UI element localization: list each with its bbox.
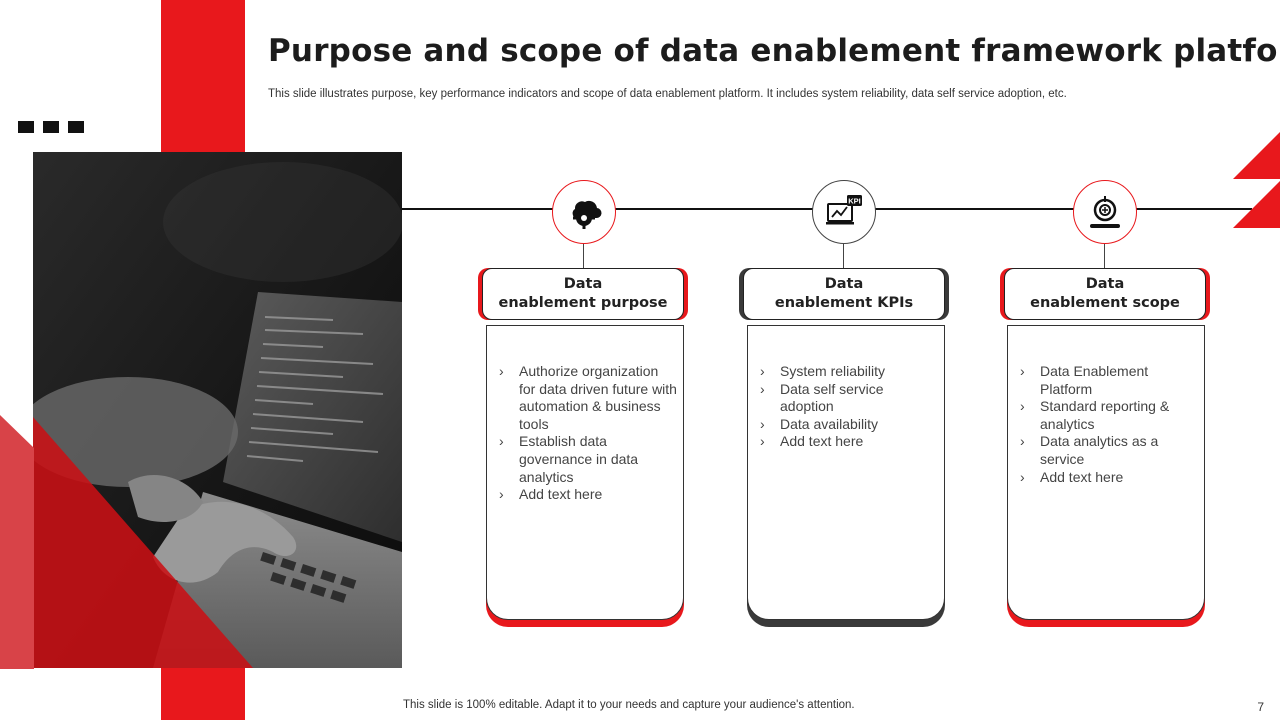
laptop-photo [33,152,402,668]
scope-icon-circle [1073,180,1137,244]
page-number: 7 [1257,700,1264,714]
bullet-chevron-icon: › [760,416,765,434]
list-item: ›Add text here [499,486,677,504]
purpose-header-line1: Data [498,275,667,294]
bullet-chevron-icon: › [760,381,765,399]
decorative-red-chevrons [1230,130,1280,230]
list-item: ›Data analytics as a service [1020,433,1198,468]
kpi-icon-circle: KPI [812,180,876,244]
list-item: ›Authorize organization for data driven … [499,363,677,433]
list-item: ›Add text here [760,433,938,451]
kpi-card: ›System reliability ›Data self service a… [747,325,945,620]
gear-cloud-icon [566,194,602,230]
scope-card: ›Data Enablement Platform ›Standard repo… [1007,325,1205,620]
connector-line [583,244,584,268]
bullet-chevron-icon: › [1020,469,1025,487]
page-title: Purpose and scope of data enablement fra… [268,33,1280,69]
list-item: ›Standard reporting & analytics [1020,398,1198,433]
kpi-header: Data enablement KPIs [743,268,945,320]
list-item: ›Establish data governance in data analy… [499,433,677,486]
bullet-chevron-icon: › [499,363,504,381]
list-item: ›Data availability [760,416,938,434]
bullet-chevron-icon: › [1020,398,1025,416]
list-item: ›System reliability [760,363,938,381]
kpi-header-line1: Data [775,275,913,294]
bullet-chevron-icon: › [760,433,765,451]
connector-line [1104,244,1105,268]
target-scope-icon [1085,192,1125,232]
purpose-header: Data enablement purpose [482,268,684,320]
footer-note: This slide is 100% editable. Adapt it to… [403,699,855,711]
dot [43,121,59,133]
bullet-chevron-icon: › [1020,433,1025,451]
purpose-card: ›Authorize organization for data driven … [486,325,684,620]
scope-header: Data enablement scope [1004,268,1206,320]
page-subtitle: This slide illustrates purpose, key perf… [268,88,1067,100]
decorative-red-bar-bottom [161,668,245,720]
bullet-chevron-icon: › [499,486,504,504]
purpose-list: ›Authorize organization for data driven … [499,363,677,504]
bullet-chevron-icon: › [499,433,504,451]
connector-line [843,244,844,268]
decorative-red-bar-top [161,0,245,152]
scope-list: ›Data Enablement Platform ›Standard repo… [1020,363,1198,486]
kpi-header-line2: enablement KPIs [775,294,913,313]
dot [68,121,84,133]
bullet-chevron-icon: › [760,363,765,381]
purpose-header-line2: enablement purpose [498,294,667,313]
dot [18,121,34,133]
decorative-red-triangle [0,415,34,669]
scope-header-line2: enablement scope [1030,294,1180,313]
list-item: ›Add text here [1020,469,1198,487]
kpi-monitor-icon: KPI [824,192,864,232]
kpi-badge-text: KPI [848,197,861,206]
list-item: ›Data Enablement Platform [1020,363,1198,398]
kpi-list: ›System reliability ›Data self service a… [760,363,938,451]
scope-header-line1: Data [1030,275,1180,294]
purpose-icon-circle [552,180,616,244]
bullet-chevron-icon: › [1020,363,1025,381]
list-item: ›Data self service adoption [760,381,938,416]
decorative-dots [18,121,84,133]
